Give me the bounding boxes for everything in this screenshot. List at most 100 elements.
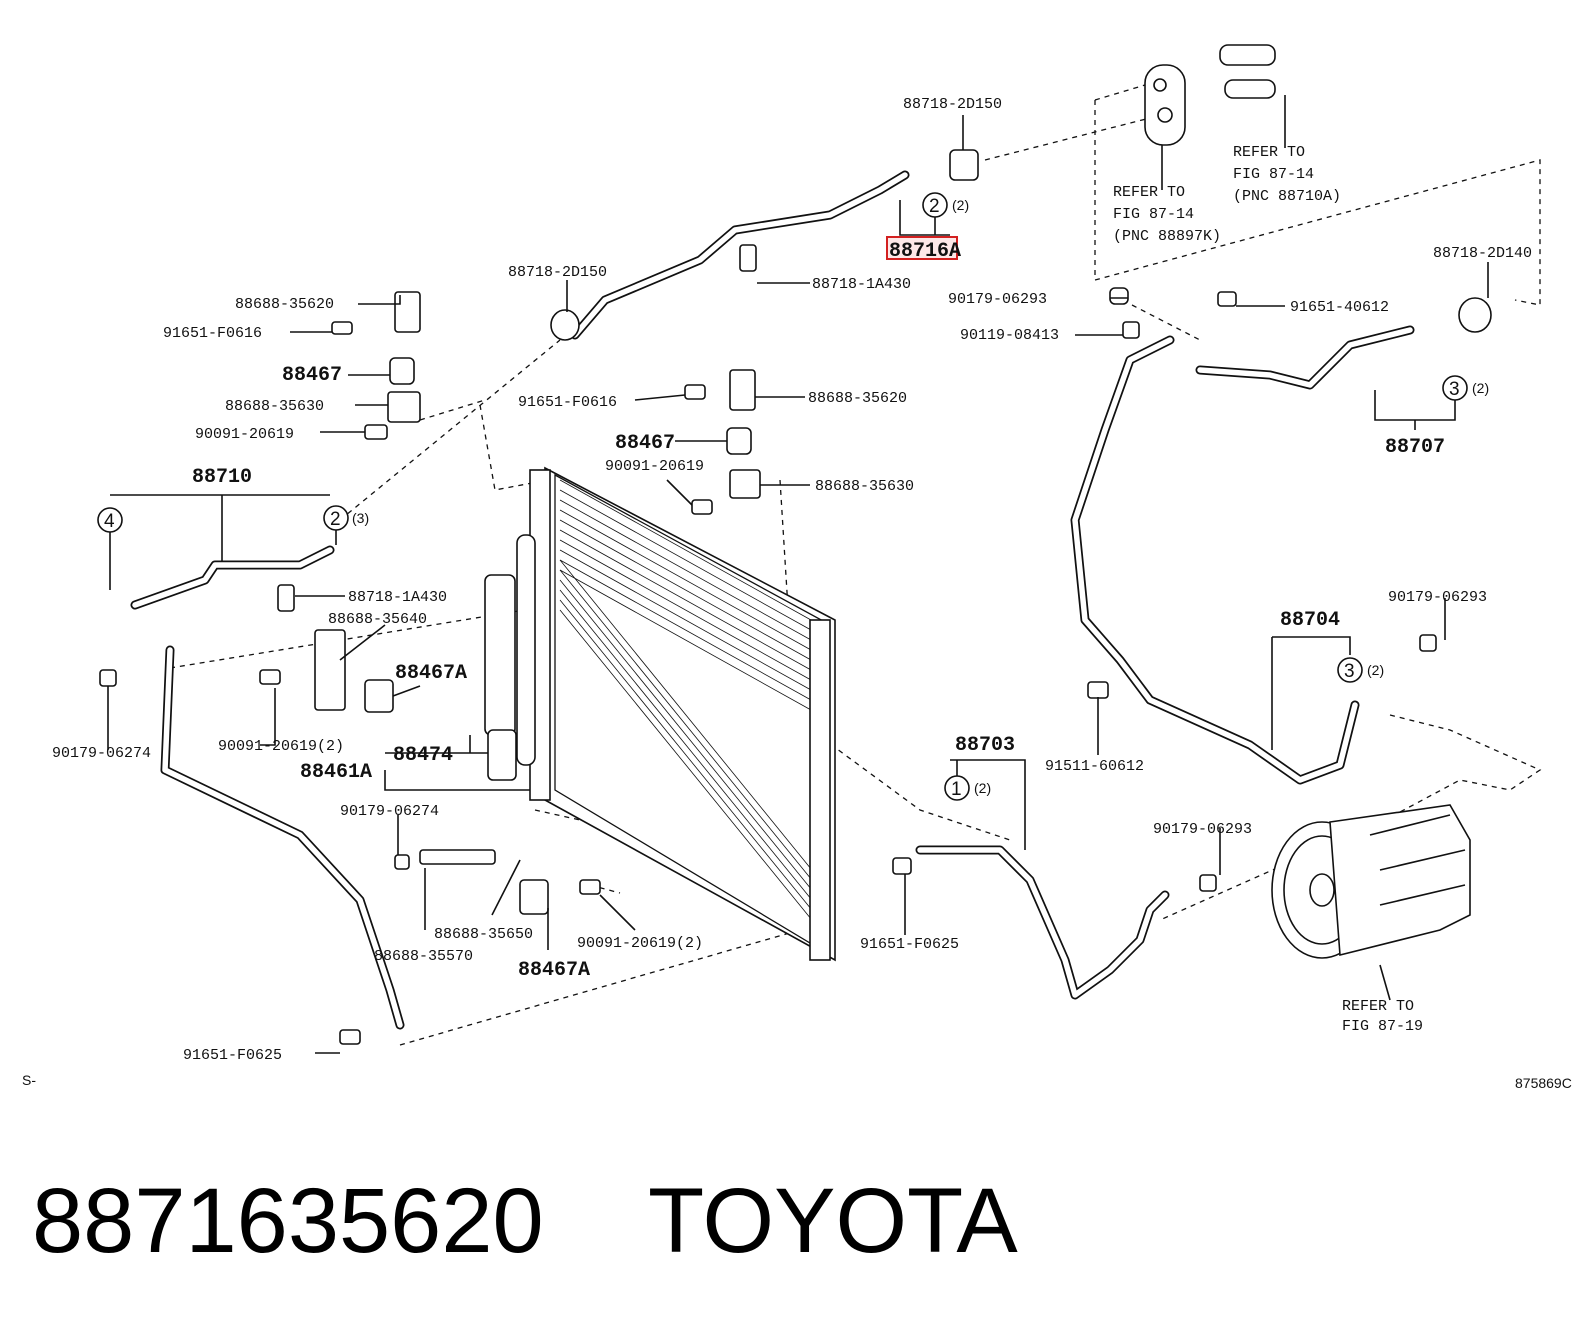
label-88688-35640[interactable]: 88688-35640 xyxy=(328,611,427,628)
pipe-end-lower xyxy=(1224,79,1276,99)
refer-b-line1: REFER TO xyxy=(1233,144,1305,161)
part-number-caption: 8871635620 xyxy=(32,1170,544,1272)
callout-circle-1-88703 xyxy=(944,775,970,801)
bolt-90091-20619-mid xyxy=(691,499,713,515)
label-88467A-upper[interactable]: 88467A xyxy=(395,662,467,685)
refer-a-line1: REFER TO xyxy=(1113,184,1185,201)
callout-circle-2-top xyxy=(922,192,948,218)
label-91651-F0616-left[interactable]: 91651-F0616 xyxy=(163,325,262,342)
bolt-91511-60612 xyxy=(1087,681,1109,699)
bolt-91651-F0625-right xyxy=(892,857,912,875)
label-88716A[interactable]: 88716A xyxy=(889,240,961,263)
label-88703[interactable]: 88703 xyxy=(955,734,1015,757)
label-88467A-lower[interactable]: 88467A xyxy=(518,959,590,982)
label-88688-35620-mid[interactable]: 88688-35620 xyxy=(808,390,907,407)
label-88688-35630-mid[interactable]: 88688-35630 xyxy=(815,478,914,495)
label-91651-F0616-mid[interactable]: 91651-F0616 xyxy=(518,394,617,411)
figure-code: 875869C xyxy=(1515,1075,1572,1091)
bolt-90091-20619-2b xyxy=(579,879,601,895)
refer-a-line2: FIG 87-14 xyxy=(1113,206,1194,223)
nut-90179-06274-left xyxy=(99,669,117,687)
nut-90179-06293-b xyxy=(1419,634,1437,652)
bracket-88688-35570 xyxy=(419,849,496,865)
label-90179-06274-left[interactable]: 90179-06274 xyxy=(52,745,151,762)
callout-2-top: 2 xyxy=(929,196,940,217)
compressor-body xyxy=(1329,804,1471,957)
part-labels: 88718-2D150 88716A 88718-1A430 88718-2D1… xyxy=(22,96,1572,1091)
corner-code-left: S- xyxy=(22,1072,36,1088)
callout-1-88703: 1 xyxy=(951,779,962,800)
label-90179-06293-b[interactable]: 90179-06293 xyxy=(1388,589,1487,606)
label-90179-06274-mid[interactable]: 90179-06274 xyxy=(340,803,439,820)
bolt-91651-F0616-left xyxy=(331,321,353,335)
refer-b-line3: (PNC 88710A) xyxy=(1233,188,1341,205)
condenser-fins xyxy=(559,479,821,931)
callout-circle-3-88707 xyxy=(1442,375,1468,401)
label-91511-60612[interactable]: 91511-60612 xyxy=(1045,758,1144,775)
cushion-88467A-lower xyxy=(519,879,549,915)
cap-88718-2D140 xyxy=(1458,297,1492,333)
label-88688-35650[interactable]: 88688-35650 xyxy=(434,926,533,943)
label-88461A[interactable]: 88461A xyxy=(300,761,372,784)
bracket-88688-35630-mid xyxy=(729,469,761,499)
label-88718-1A430-left[interactable]: 88718-1A430 xyxy=(348,589,447,606)
label-88467-left[interactable]: 88467 xyxy=(282,364,342,387)
refer-c-line1: REFER TO xyxy=(1342,998,1414,1015)
label-90179-06293-a[interactable]: 90179-06293 xyxy=(948,291,1047,308)
cushion-88467A-upper xyxy=(364,679,394,713)
callout-3-88707: 3 xyxy=(1449,379,1460,400)
label-88474[interactable]: 88474 xyxy=(393,744,453,767)
callout-2-left: 2 xyxy=(330,509,341,530)
bracket-88688-35620-left xyxy=(394,291,421,333)
compressor xyxy=(1271,804,1471,959)
label-90091-20619-mid[interactable]: 90091-20619 xyxy=(605,458,704,475)
label-90091-20619-2[interactable]: 90091-20619(2) xyxy=(218,738,344,755)
label-88704[interactable]: 88704 xyxy=(1280,609,1340,632)
seal-88897K xyxy=(1144,64,1186,146)
label-88718-2D150-mid[interactable]: 88718-2D150 xyxy=(508,264,607,281)
label-91651-F0625-right[interactable]: 91651-F0625 xyxy=(860,936,959,953)
label-90091-20619-2b[interactable]: 90091-20619(2) xyxy=(577,935,703,952)
label-88718-2D150-top[interactable]: 88718-2D150 xyxy=(903,96,1002,113)
label-91651-40612[interactable]: 91651-40612 xyxy=(1290,299,1389,316)
bolt-91651-F0616-mid xyxy=(684,384,706,400)
nut-90179-06293-c xyxy=(1199,874,1217,892)
condenser-side-cover xyxy=(484,574,516,736)
callout-3-88704: 3 xyxy=(1344,661,1355,682)
bolt-90119-08413 xyxy=(1122,321,1140,339)
nut-90179-06274-mid xyxy=(394,854,410,870)
receiver-88474-body xyxy=(516,534,536,766)
label-88688-35620-left[interactable]: 88688-35620 xyxy=(235,296,334,313)
bracket-88688-35620-mid xyxy=(729,369,756,411)
callout-qty-2-88707: (2) xyxy=(1472,380,1489,396)
bracket-88688-35640 xyxy=(314,629,346,711)
label-88688-35570[interactable]: 88688-35570 xyxy=(374,948,473,965)
label-88707[interactable]: 88707 xyxy=(1385,436,1445,459)
drier-88474 xyxy=(487,729,517,781)
cap-88718-2D150-mid xyxy=(550,309,580,341)
label-90119-08413[interactable]: 90119-08413 xyxy=(960,327,1059,344)
label-90179-06293-c[interactable]: 90179-06293 xyxy=(1153,821,1252,838)
pipes xyxy=(130,170,1415,1030)
label-88718-2D140[interactable]: 88718-2D140 xyxy=(1433,245,1532,262)
label-91651-F0625-left[interactable]: 91651-F0625 xyxy=(183,1047,282,1064)
label-88688-35630-left[interactable]: 88688-35630 xyxy=(225,398,324,415)
cap-88718-2D150-top xyxy=(949,149,979,181)
callout-qty-3-left: (3) xyxy=(352,510,369,526)
label-88718-1A430-top[interactable]: 88718-1A430 xyxy=(812,276,911,293)
label-90091-20619-left[interactable]: 90091-20619 xyxy=(195,426,294,443)
bolt-91651-F0625-left xyxy=(339,1029,361,1045)
highlight-88716A xyxy=(886,236,958,260)
callout-circles: 2 (2) 4 2 (3) 3 (2) 3 (2) 1 (2) xyxy=(97,192,1489,801)
callout-qty-2-top: (2) xyxy=(952,197,969,213)
bolt-91651-40612 xyxy=(1217,291,1237,307)
condenser-right-tank xyxy=(809,619,831,961)
callout-4: 4 xyxy=(104,511,115,532)
nut-90179-06293-a xyxy=(1109,287,1129,305)
callout-circle-3-88704 xyxy=(1337,657,1363,683)
callout-qty-2-88703: (2) xyxy=(974,780,991,796)
clamp-88718-1A430-left xyxy=(277,584,295,612)
brand-caption: TOYOTA xyxy=(648,1170,1018,1272)
label-88467-mid[interactable]: 88467 xyxy=(615,432,675,455)
label-88710[interactable]: 88710 xyxy=(192,466,252,489)
